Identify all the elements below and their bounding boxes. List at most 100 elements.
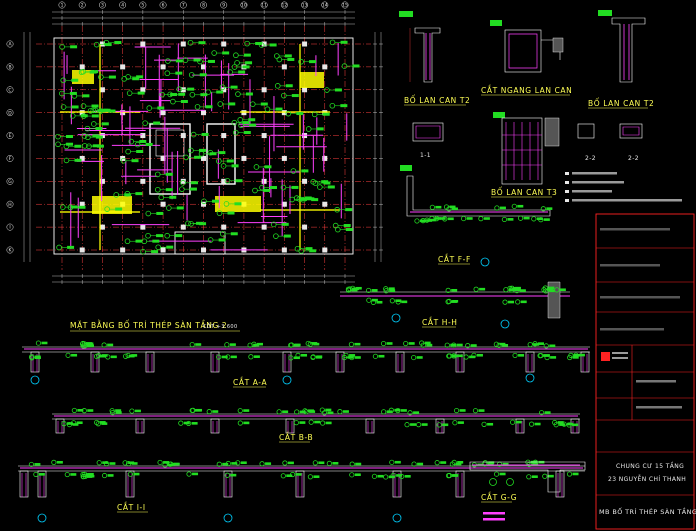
rebar-tag-text <box>311 198 319 202</box>
rebar-tag-text <box>166 245 174 249</box>
section-hh-marker-right <box>500 319 510 329</box>
section-tag-text <box>517 204 524 208</box>
section-tag-bubble <box>101 472 108 479</box>
section-tag-text <box>520 300 527 304</box>
section-tag-bubble <box>28 461 35 468</box>
rebar-tag-text <box>104 43 112 47</box>
column <box>120 64 126 70</box>
section-tag-text <box>578 353 585 357</box>
rebar-tag-text <box>352 64 360 68</box>
rebar-tag-text <box>165 188 173 192</box>
section-tag-bubble <box>345 287 352 293</box>
column <box>120 247 126 253</box>
rebar-tag-text <box>135 192 143 196</box>
rebar-tag-text <box>200 93 208 97</box>
label-section-ff: CẮT F-F <box>438 254 471 264</box>
section-tag-text <box>243 409 250 412</box>
title-block: CHUNG CƯ 15 TẦNG 23 NGUYỄN CHÍ THANH MB … <box>595 213 696 530</box>
rebar-tag-bubble <box>124 238 131 245</box>
rebar-tag-text <box>307 197 315 201</box>
section-tag-bubble <box>82 473 88 479</box>
grid-bubble-label: 3 <box>101 3 104 9</box>
detail-section-11: 1-1 <box>412 122 444 159</box>
section-tag-bubble <box>110 410 116 416</box>
section-tag-bubble <box>105 354 111 360</box>
detail-section-22: 2-2 2-2 <box>577 123 643 162</box>
section-tag-text <box>572 472 579 476</box>
section-tag-bubble <box>282 460 288 466</box>
rebar-tag-text <box>108 75 116 79</box>
section-tag-text <box>107 343 114 347</box>
rebar-tag-text <box>190 181 198 185</box>
rebar-tag-text <box>322 112 330 116</box>
section-tag-bubble <box>216 461 222 467</box>
column <box>160 110 166 116</box>
grid-bubble-label: C <box>8 87 11 93</box>
column <box>241 155 247 161</box>
section-tag-text <box>499 206 506 210</box>
grid-bubble-label: 9 <box>222 3 225 9</box>
section-tag-text <box>478 409 485 412</box>
section-tag-bubble <box>389 298 395 304</box>
grid-bubble-label: 2 <box>81 3 84 9</box>
label-section-hh: CẮT H-H <box>422 317 458 327</box>
section-support <box>515 418 525 434</box>
section-tag-text <box>56 460 63 464</box>
section-tag-text <box>459 409 466 412</box>
section-tag-text <box>265 462 272 465</box>
plan-rebar-tags <box>55 39 360 255</box>
section-ii-marker-3 <box>392 513 402 523</box>
section-tag-text <box>466 217 473 220</box>
section-tag-bubble <box>94 419 100 426</box>
section-tag-text <box>523 216 530 220</box>
section-tag-text <box>442 423 449 427</box>
section-tag-text <box>408 342 415 345</box>
rebar-tag-text <box>114 41 122 45</box>
column <box>99 41 105 47</box>
section-tag-bubble <box>276 409 282 415</box>
section-tag-bubble <box>444 342 450 348</box>
section-tag-text <box>536 217 543 221</box>
section-support <box>19 470 29 498</box>
section-tag-bubble <box>434 460 440 466</box>
section-tag-text <box>355 462 362 466</box>
section-tag-text <box>426 219 433 222</box>
rebar-tag-text <box>345 228 353 232</box>
section-tag-bubble <box>566 471 573 477</box>
rebar-tag-text <box>82 94 90 98</box>
column <box>261 133 267 139</box>
section-tag-bubble <box>465 343 471 349</box>
rebar-tag-text <box>248 118 256 122</box>
column <box>180 41 186 47</box>
rebar-tag-text <box>194 155 202 159</box>
rebar-tag-text <box>108 109 116 113</box>
grid-bubble-label: H <box>8 202 11 208</box>
section-tag-bubble <box>527 341 533 348</box>
detail-cat-ngang-lan-can: CẮT NGANG LAN CAN <box>481 20 572 96</box>
section-tag-bubble <box>411 354 417 361</box>
section-tag-bubble <box>129 408 135 414</box>
section-tag-text <box>487 462 494 466</box>
section-tag-text <box>400 409 407 412</box>
grid-bubble-label: K <box>9 248 13 254</box>
rebar-tag-text <box>249 123 257 127</box>
section-tag-text <box>573 353 580 357</box>
section-tag-text <box>131 462 138 465</box>
section-tag-text <box>476 353 483 357</box>
section-tag-text <box>452 300 459 303</box>
section-tag-text <box>87 472 94 476</box>
section-tag-text <box>287 461 294 465</box>
section-tag-text <box>88 474 95 478</box>
section-support <box>145 351 155 373</box>
section-tag-text <box>352 287 359 291</box>
section-tag-bubble <box>371 473 378 479</box>
section-hh-marker-left <box>391 313 401 323</box>
section-tag-text <box>547 474 554 478</box>
section-tag-text <box>488 461 495 464</box>
section-bb: CẮT B-B <box>52 407 580 443</box>
rebar-tag-text <box>270 186 278 190</box>
column <box>281 155 287 161</box>
company-logo <box>601 352 610 361</box>
grid-bubble-label: G <box>8 179 12 185</box>
